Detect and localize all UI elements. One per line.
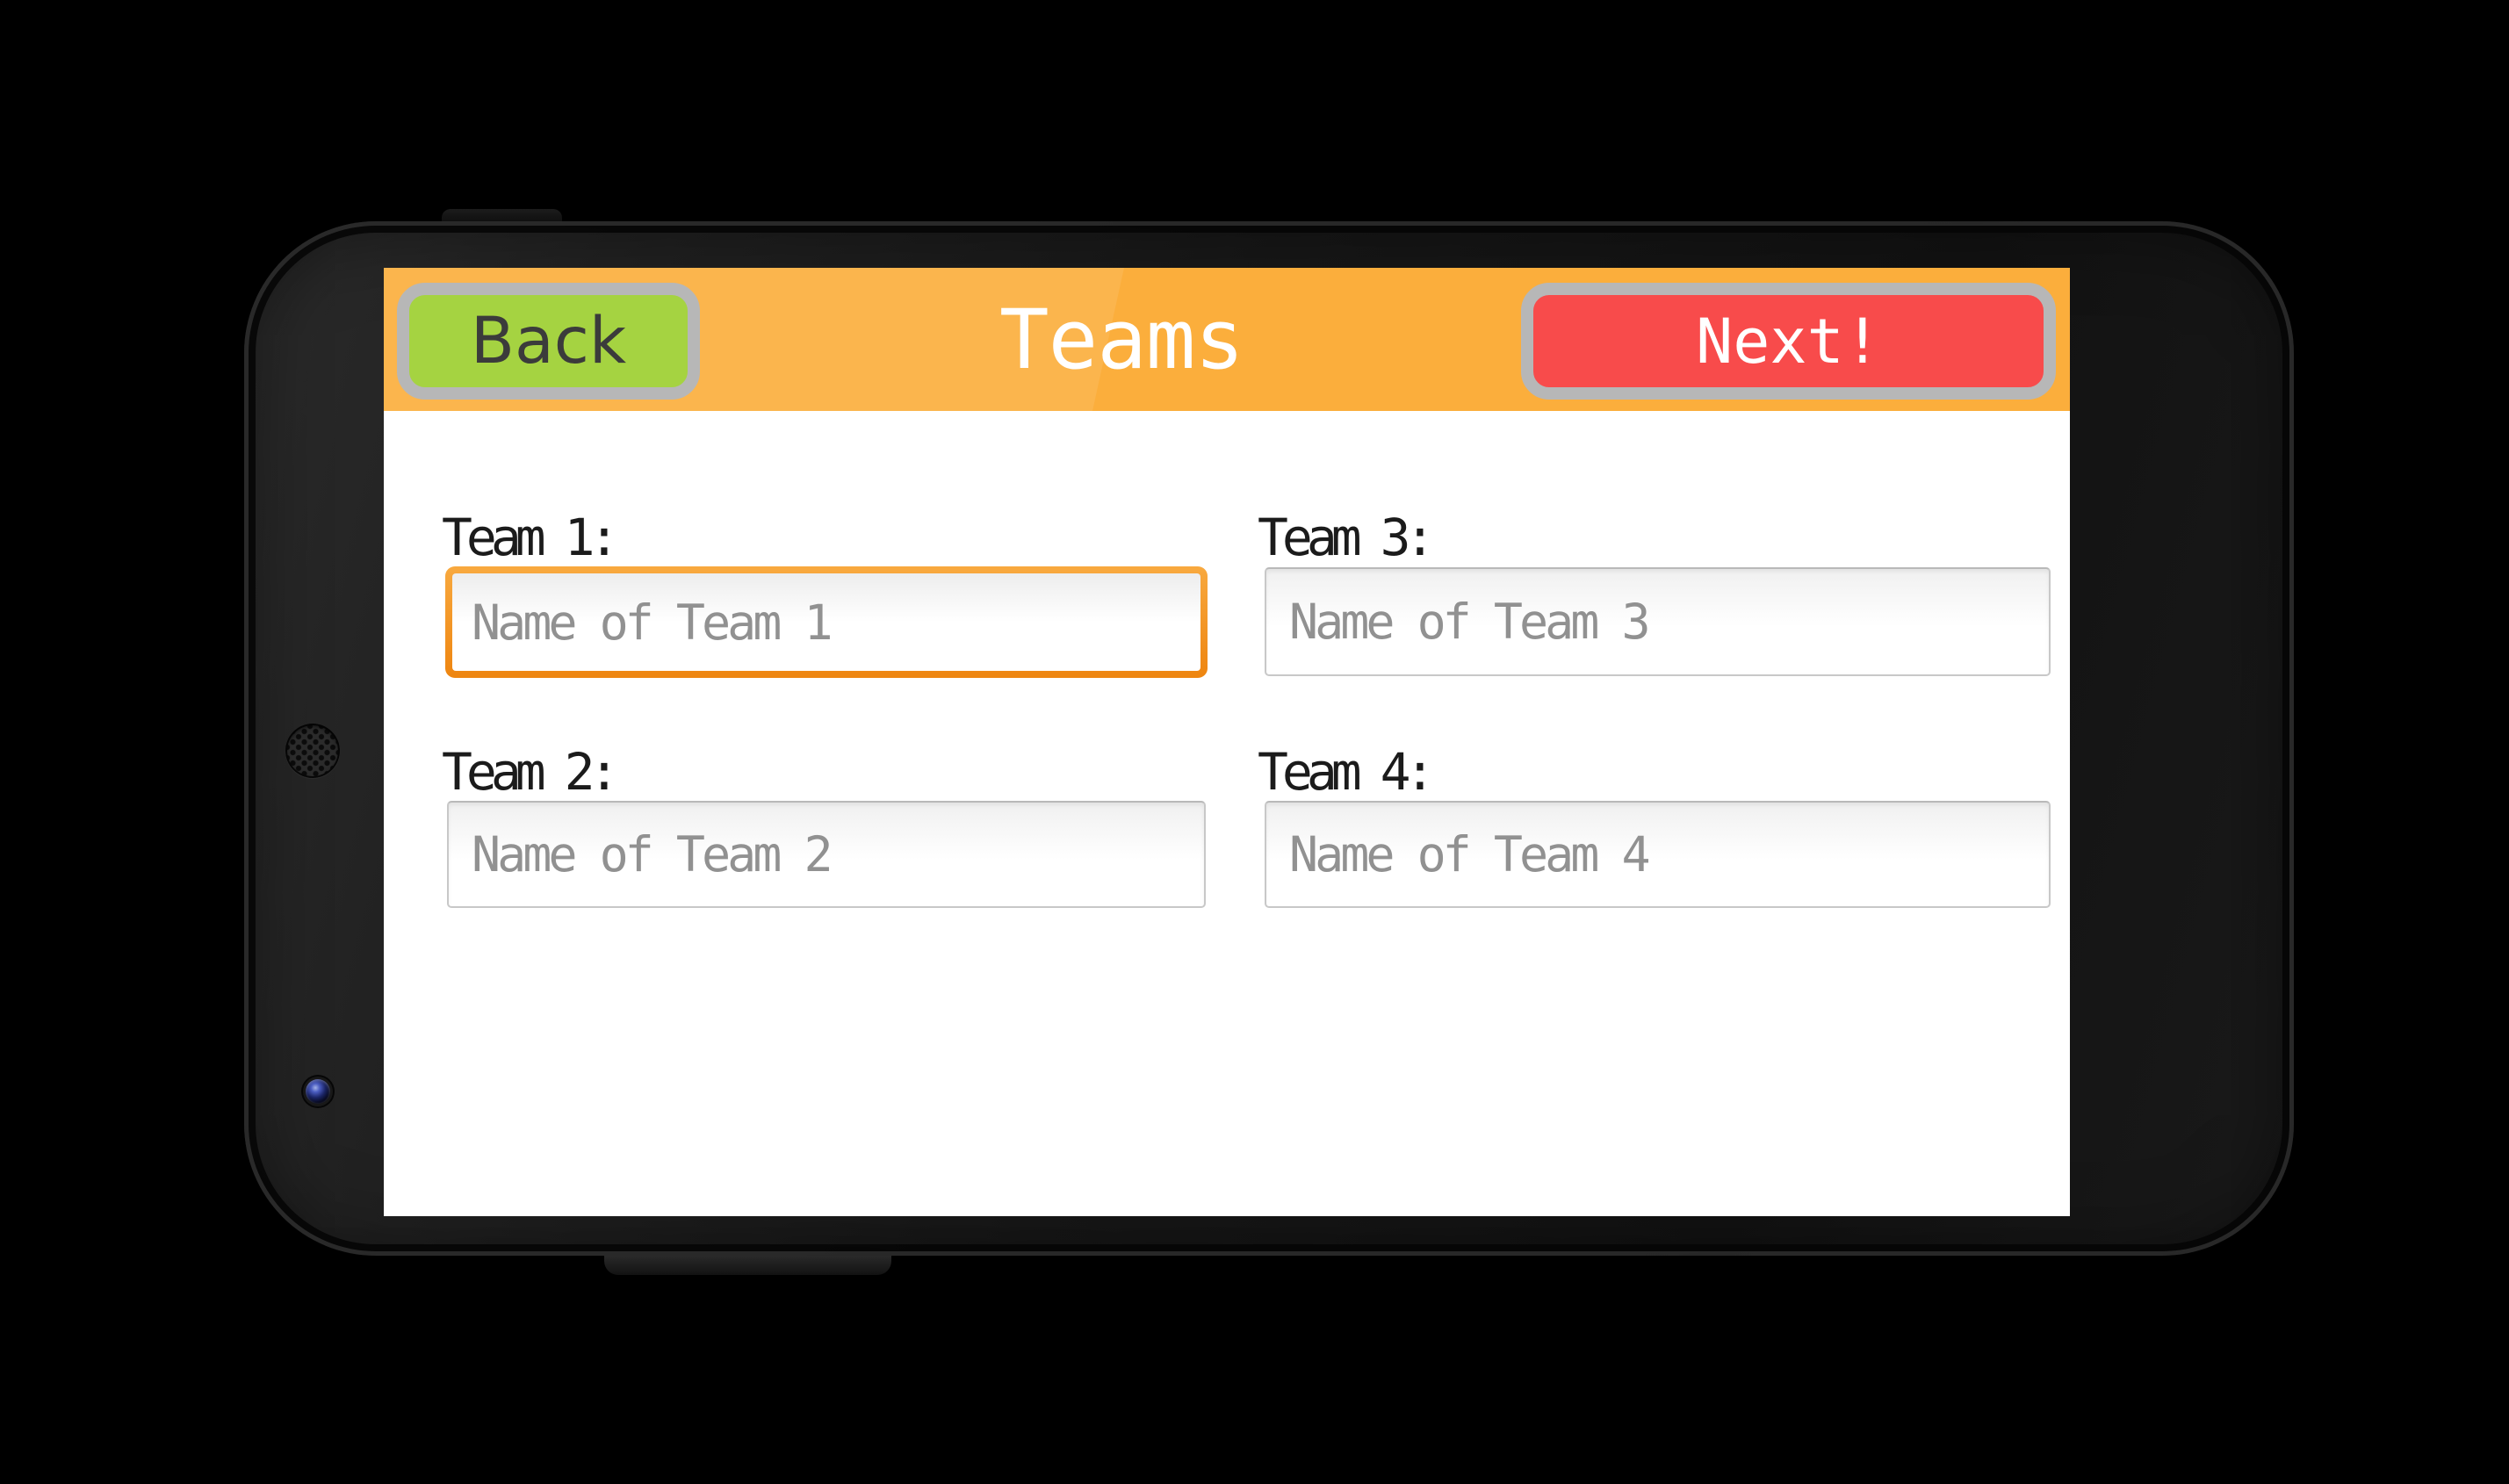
team-2-label: Team 2: (442, 742, 619, 802)
app-screen: Back Teams Next! Team 1: Team 2: Team 3:… (384, 268, 2070, 1216)
app-header: Back Teams Next! (384, 268, 2070, 411)
front-camera-icon (306, 1079, 330, 1104)
team-1-label: Team 1: (442, 508, 619, 567)
back-button[interactable]: Back (397, 283, 700, 400)
team-2-input[interactable] (447, 801, 1206, 908)
team-1-input[interactable] (452, 573, 1200, 671)
team-3-label: Team 3: (1258, 508, 1435, 567)
team-4-label: Team 4: (1258, 742, 1435, 802)
page-title: Teams (999, 292, 1244, 388)
ambient-sensor-icon (302, 407, 312, 416)
team-3-input[interactable] (1265, 567, 2051, 676)
proximity-sensor-icon (297, 371, 308, 382)
speaker-icon (285, 724, 340, 778)
team-4-input[interactable] (1265, 801, 2051, 908)
phone-device: Back Teams Next! Team 1: Team 2: Team 3:… (244, 221, 2294, 1256)
team-1-input-wrap (445, 566, 1208, 678)
next-button[interactable]: Next! (1521, 283, 2056, 400)
